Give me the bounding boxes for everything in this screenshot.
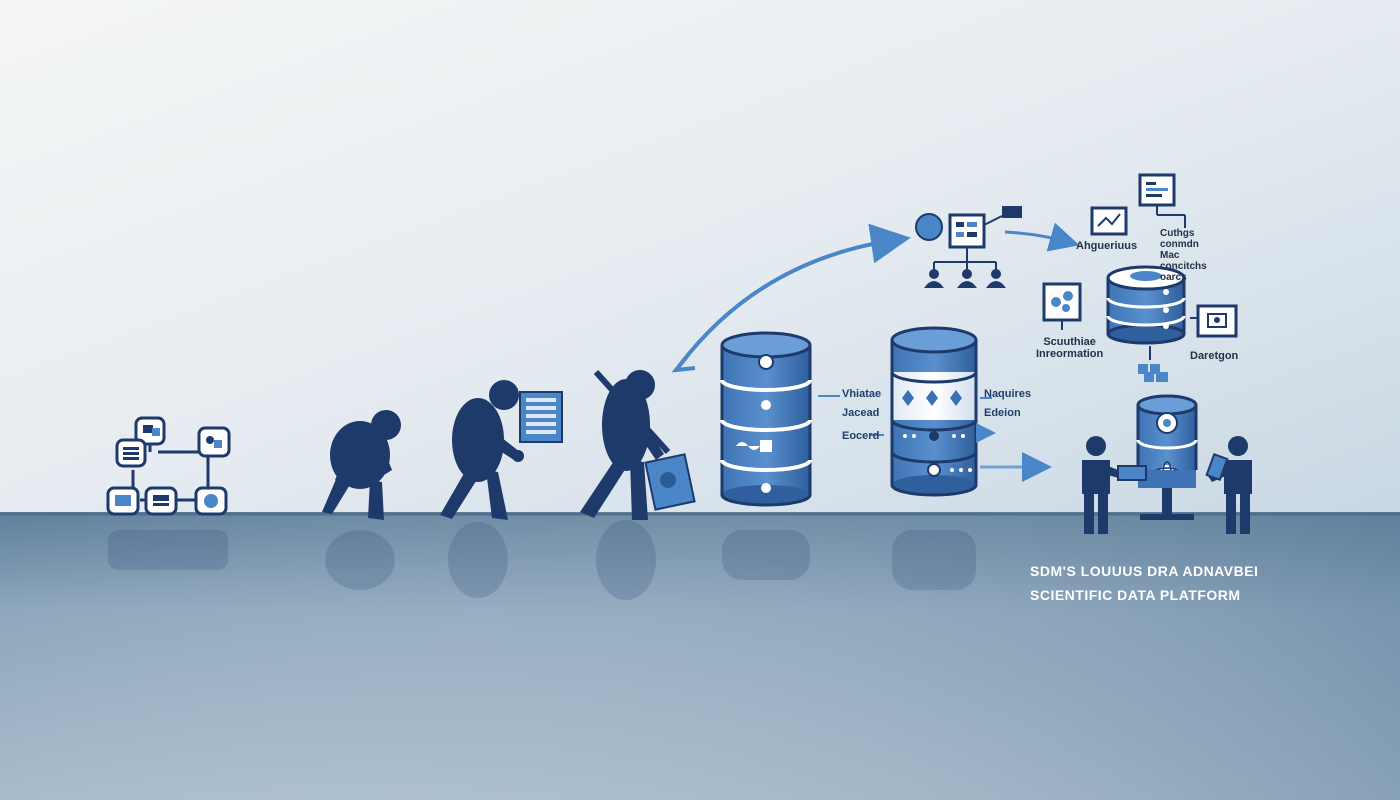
network-icon <box>106 416 231 516</box>
monitor-icon <box>1090 173 1186 236</box>
blocks-icon <box>1138 364 1168 382</box>
scientist-figure <box>1205 436 1252 534</box>
database-cylinder-icon <box>720 331 812 507</box>
ape-figure-1 <box>322 410 401 520</box>
mid-left-label: Scuuthiae Inreormation <box>1036 336 1104 360</box>
top-right-block-label: Cuthgs conmdn Mac concitchs oarcs <box>1160 228 1207 283</box>
curved-arrow <box>678 223 911 367</box>
caption: SDM'S LOUUUS DRA ADNAVBEI SCIENTIFIC DAT… <box>1030 562 1330 604</box>
database-stack-icon <box>1106 265 1186 345</box>
molecule-monitor-icon <box>1042 282 1082 330</box>
floor-reflections <box>108 520 976 600</box>
database-cylinder-icon <box>890 326 978 497</box>
image-panel-icon <box>644 453 696 511</box>
db1-label-1: Vhiatae <box>842 388 882 400</box>
caption-line-2: SCIENTIFIC DATA PLATFORM <box>1030 587 1241 603</box>
top-center-right-label: Ahgueriuus <box>1076 240 1138 252</box>
scientist-figure <box>1082 436 1147 534</box>
mid-right-label: Daretgon <box>1190 350 1239 362</box>
org-chart-icon <box>915 206 1022 288</box>
ape-figure-2 <box>440 380 524 520</box>
camera-monitor-icon <box>1190 304 1238 338</box>
evolution-figures <box>322 369 696 520</box>
scientist-station <box>1136 394 1198 520</box>
db2-label-1: Naquires <box>984 388 1032 400</box>
document-stack-icon <box>519 391 563 443</box>
db1-label-2: Jacead <box>842 407 880 419</box>
ape-figure-3 <box>580 369 671 520</box>
db2-label-2: Edeion <box>984 407 1021 419</box>
db1-label-3: Eocerd <box>842 430 880 442</box>
caption-line-1: SDM'S LOUUUS DRA ADNAVBEI <box>1030 563 1259 579</box>
